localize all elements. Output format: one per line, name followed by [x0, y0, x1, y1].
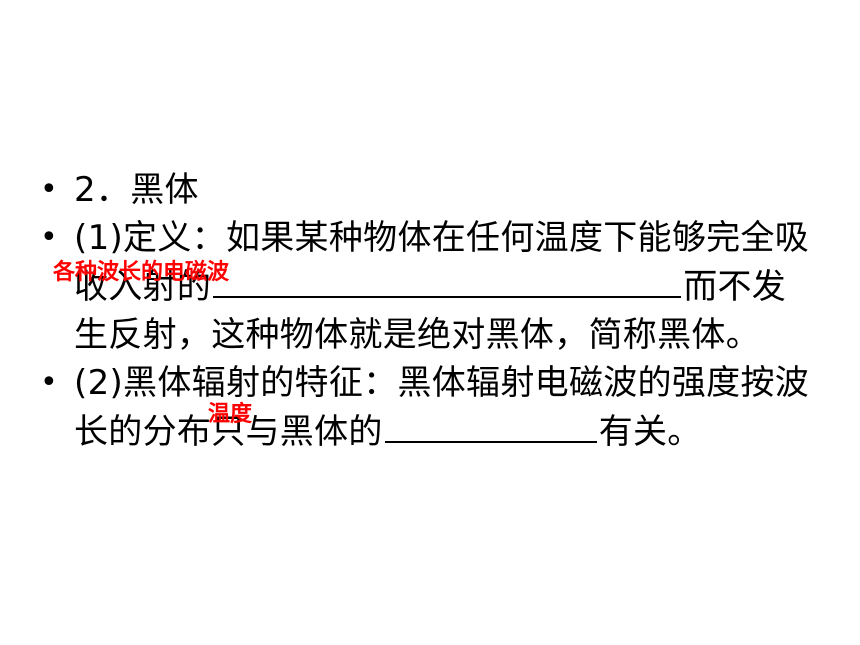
- answer-annotation-1: 各种波长的电磁波: [53, 260, 230, 285]
- bullet-heading: • 2．黑体: [40, 166, 820, 214]
- bullet-definition: • (1)定义：如果某种物体在任何温度下能够完全吸收入射的而不发生反射，这种物体…: [40, 214, 820, 359]
- answer-blank-1: [213, 262, 682, 298]
- bullet-feature: • (2)黑体辐射的特征：黑体辐射电磁波的强度按波长的分布只与黑体的有关。: [40, 359, 820, 456]
- bullet-list: • 2．黑体 • (1)定义：如果某种物体在任何温度下能够完全吸收入射的而不发生…: [40, 166, 820, 456]
- bullet-dot: •: [40, 172, 58, 207]
- heading-text: 2．黑体: [74, 170, 199, 210]
- bullet-dot: •: [40, 220, 58, 255]
- answer-blank-2: [384, 407, 597, 443]
- feature-prefix: (2)黑体辐射的特征：黑体辐射电磁波的强度按波长的分布只与黑体的: [74, 363, 810, 452]
- definition-suffix: 而不发生反射，这种物体就是绝对黑体，简称黑体。: [74, 267, 787, 355]
- answer-annotation-2: 温度: [208, 402, 253, 427]
- definition-prefix: (1)定义：如果某种物体在任何温度下能够完全吸收入射的: [74, 218, 810, 307]
- bullet-dot: •: [40, 365, 58, 400]
- feature-suffix: 有关。: [598, 412, 702, 452]
